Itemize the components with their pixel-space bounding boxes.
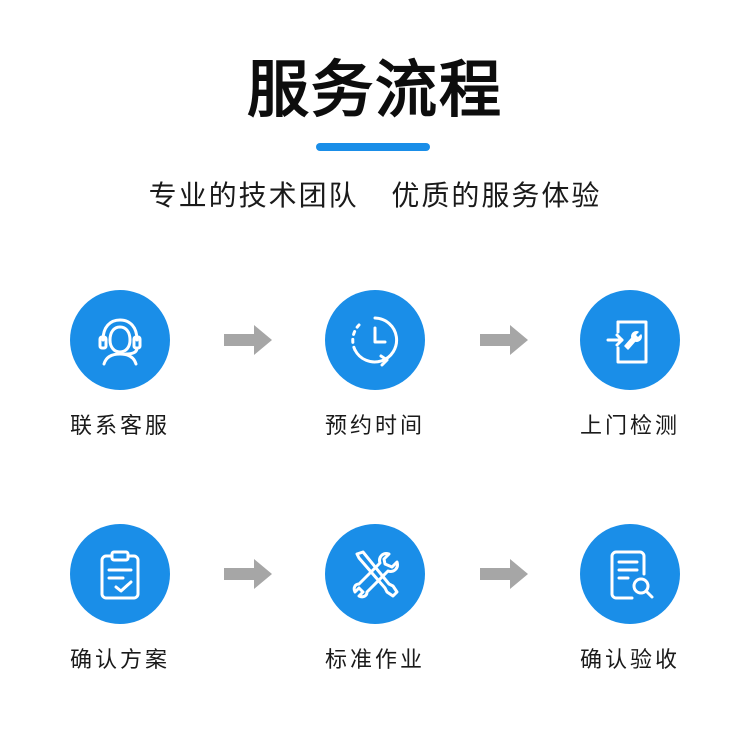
step-circle (70, 290, 170, 390)
step-label: 确认方案 (69, 648, 170, 673)
step-label: 确认验收 (579, 648, 680, 673)
step-confirm-acceptance: 确认验收 (540, 524, 720, 676)
tools-icon (352, 550, 399, 599)
arrow-right-icon (480, 559, 528, 589)
step-onsite-inspection: 上门检测 (540, 290, 720, 442)
step-circle (325, 290, 425, 390)
step-label: 标准作业 (324, 648, 425, 673)
step-confirm-plan: 确认方案 (30, 524, 210, 676)
page-subtitle: 专业的技术团队 优质的服务体验 (148, 179, 602, 212)
step-label: 预约时间 (324, 414, 425, 439)
clipboard-check-icon (100, 550, 140, 600)
arrow-right-icon (480, 325, 528, 355)
arrow-right-icon (224, 325, 272, 355)
step-circle (325, 524, 425, 624)
step-circle (70, 524, 170, 624)
document-search-icon (610, 550, 654, 600)
step-appointment-time: 预约时间 (285, 290, 465, 442)
headset-agent-icon (98, 318, 142, 366)
step-standard-operation: 标准作业 (285, 524, 465, 676)
arrow-right-icon (224, 559, 272, 589)
step-label: 联系客服 (69, 414, 170, 439)
title-underline (316, 143, 430, 151)
page-title: 服务流程 (246, 53, 503, 126)
step-contact-service: 联系客服 (30, 290, 210, 442)
step-label: 上门检测 (579, 414, 680, 439)
step-circle (580, 290, 680, 390)
door-wrench-icon (606, 320, 648, 364)
clock-icon (351, 316, 399, 367)
step-circle (580, 524, 680, 624)
